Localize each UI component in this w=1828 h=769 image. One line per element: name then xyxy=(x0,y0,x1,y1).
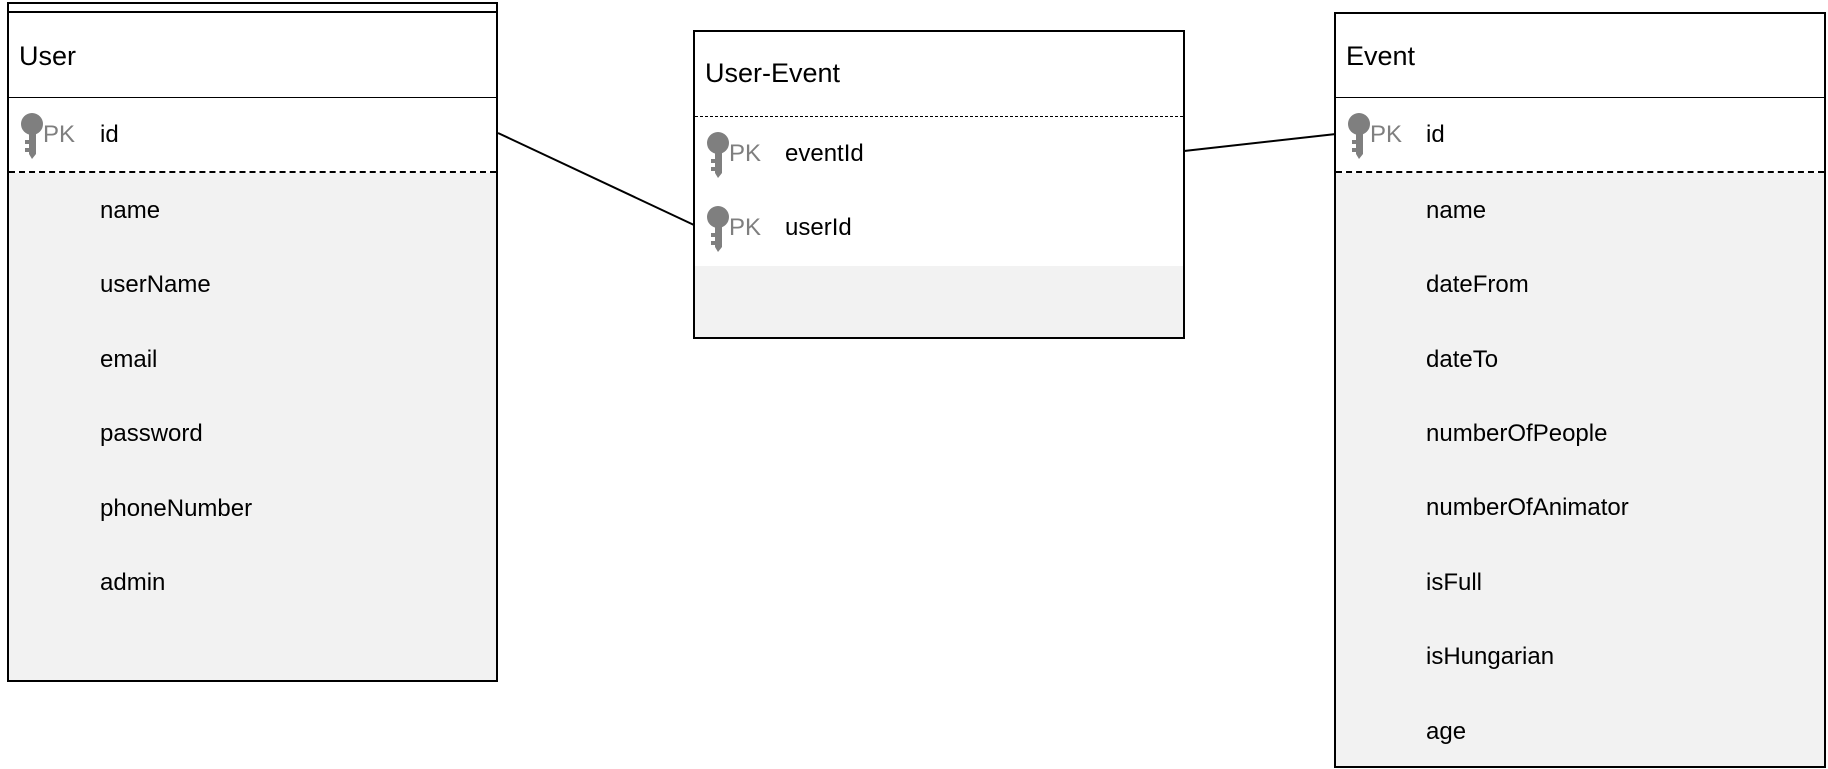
attribute-name: password xyxy=(100,420,203,447)
key-icon xyxy=(707,206,729,252)
key-icon xyxy=(707,132,729,178)
attribute-name: dateFrom xyxy=(1426,271,1529,298)
relation-user-to-user-event xyxy=(497,132,695,226)
attribute-row[interactable]: numberOfAnimator xyxy=(1336,471,1824,545)
attribute-name: age xyxy=(1426,718,1467,745)
attribute-row[interactable]: isHungarian xyxy=(1336,620,1824,694)
attribute-name: numberOfAnimator xyxy=(1426,494,1629,521)
pk-label: PK xyxy=(729,140,762,167)
attribute-name: name xyxy=(1426,197,1487,224)
attribute-row-pk[interactable]: PK userId xyxy=(695,191,1183,265)
attribute-row-pk[interactable]: PK eventId xyxy=(695,117,1183,191)
pk-label: PK xyxy=(1370,121,1403,148)
attribute-row[interactable]: email xyxy=(9,323,496,397)
relation-event-to-user-event xyxy=(1183,133,1337,152)
attribute-row[interactable]: userName xyxy=(9,248,496,322)
entity-header: Event xyxy=(1336,14,1824,98)
attribute-row[interactable]: numberOfPeople xyxy=(1336,397,1824,471)
pk-label: PK xyxy=(729,214,762,241)
attribute-name: id xyxy=(1426,121,1445,148)
pk-section: PK id xyxy=(9,98,496,173)
entity-user[interactable]: User PK id name userName email password … xyxy=(7,11,498,682)
attribute-name: dateTo xyxy=(1426,346,1499,373)
entity-header: User xyxy=(9,13,496,98)
attribute-name: eventId xyxy=(785,140,864,167)
attribute-name: phoneNumber xyxy=(100,495,253,522)
attribute-row[interactable]: password xyxy=(9,397,496,471)
attribute-row[interactable]: name xyxy=(9,174,496,248)
pk-section: PK id xyxy=(1336,98,1824,173)
attribute-row-pk[interactable]: PK id xyxy=(1336,98,1824,172)
attribute-name: isHungarian xyxy=(1426,643,1555,670)
attribute-name: admin xyxy=(100,569,166,596)
pk-label: PK xyxy=(43,121,76,148)
key-icon xyxy=(21,113,43,159)
entity-title: User-Event xyxy=(705,58,841,88)
attribute-row[interactable]: age xyxy=(1336,695,1824,769)
pk-section: PK eventId PK userId xyxy=(695,117,1183,266)
attribute-name: name xyxy=(100,197,161,224)
attribute-name: numberOfPeople xyxy=(1426,420,1608,447)
attribute-name: email xyxy=(100,346,158,373)
entity-header: User-Event xyxy=(695,32,1183,117)
attribute-name: id xyxy=(100,121,119,148)
attribute-row[interactable]: dateTo xyxy=(1336,323,1824,397)
attribute-row[interactable]: phoneNumber xyxy=(9,472,496,546)
attribute-name: isFull xyxy=(1426,569,1483,596)
attribute-row[interactable]: isFull xyxy=(1336,546,1824,620)
entity-title: User xyxy=(19,41,77,71)
attribute-row[interactable]: admin xyxy=(9,546,496,620)
entity-event[interactable]: Event PK id name dateFrom dateTo numberO… xyxy=(1334,12,1826,768)
key-icon xyxy=(1348,113,1370,159)
attribute-row-pk[interactable]: PK id xyxy=(9,98,496,172)
attribute-row[interactable]: name xyxy=(1336,174,1824,248)
attribute-name: userId xyxy=(785,214,852,241)
attribute-row[interactable]: dateFrom xyxy=(1336,248,1824,322)
entity-title: Event xyxy=(1346,41,1416,71)
attribute-name: userName xyxy=(100,271,211,298)
entity-user-event[interactable]: User-Event PK eventId PK userId xyxy=(693,30,1185,339)
